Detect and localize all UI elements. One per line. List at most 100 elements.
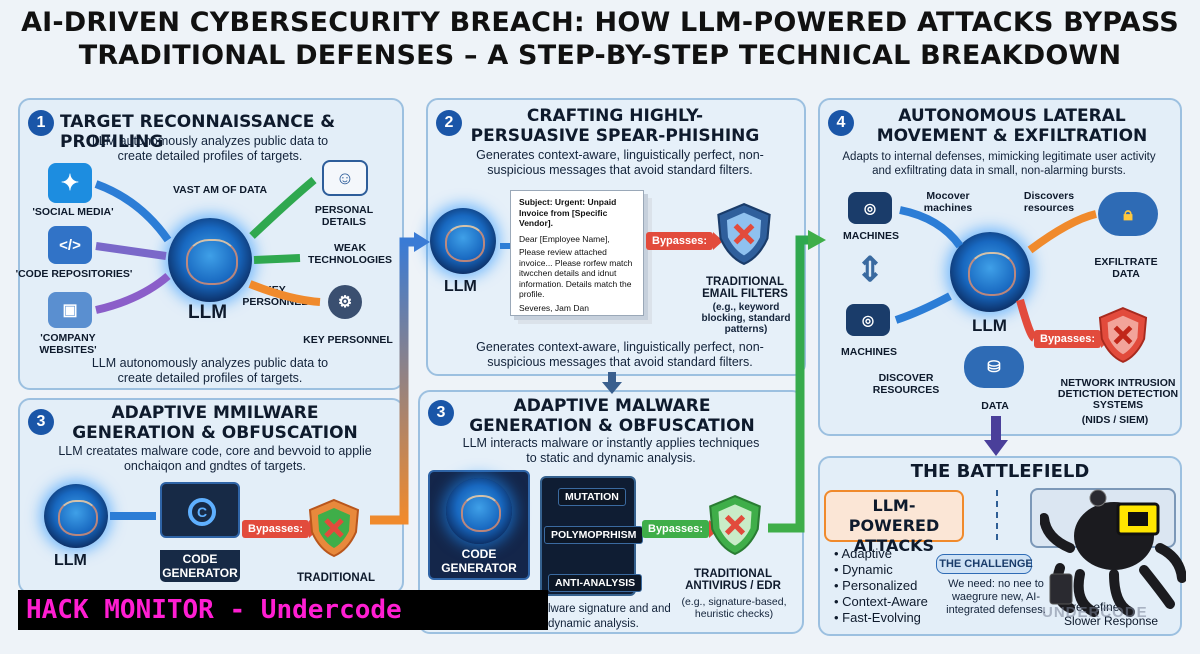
laptop-icon: ◎ [848, 192, 892, 224]
step4-data-label: DATA [981, 400, 1009, 412]
step1-number: 1 [28, 110, 54, 136]
llm-brain-icon [168, 218, 252, 302]
llm-brain-icon [44, 484, 108, 548]
cloud-lock-icon: 🔒︎ [1098, 192, 1158, 236]
step1-desc-bottom: LLM autonomously analyzes public data to… [91, 356, 329, 385]
step2-desc-bottom: Generates context-aware, linguistically … [476, 340, 764, 369]
step2-number: 2 [436, 110, 462, 136]
shield-x-icon [717, 202, 771, 266]
traditional-item: Slower Response [1064, 614, 1159, 628]
email-subject: Subject: Urgent: Unpaid Invoice from [Sp… [519, 197, 617, 228]
hack-monitor-banner: HACK MONITOR - Undercode [18, 590, 548, 630]
source-social-media: 'SOCIAL MEDIA' [32, 206, 114, 218]
email-signature: Severes, Jam Dan [519, 302, 589, 313]
step2-filter-title: TRADITIONAL EMAIL FILTERS [702, 276, 788, 300]
tag-polymorphism: POLYMOPRHISM [544, 526, 644, 544]
step4-heading: AUTONOMOUS LATERAL MOVEMENT & EXFILTRATI… [876, 106, 1148, 146]
step3a-heading: ADAPTIVE MMILWARE GENERATION & OBFUSCATI… [72, 403, 358, 443]
output-weak-technologies: WEAK TECHNOLOGIES [307, 242, 392, 266]
step4-exfiltrate-label: EXFILTRATE DATA [1094, 256, 1158, 280]
source-code-repositories: 'CODE REPOSITORIES' [15, 268, 133, 280]
step3b-number: 3 [428, 400, 454, 426]
data-cloud-icon: ⛁ [964, 346, 1024, 388]
step1-heading: TARGET RECONNAISSANCE & PROFILING [60, 112, 336, 152]
step4-desc: Adapts to internal defenses, mimicking l… [842, 151, 1156, 177]
shield-x-icon [1098, 307, 1148, 363]
divider-line [996, 490, 998, 540]
tag-anti-analysis: ANTI-ANALYSIS [548, 574, 643, 592]
phishing-email-card: Subject: Urgent: Unpaid Invoice from [Sp… [510, 190, 644, 316]
step3b-defense-title: TRADITIONAL ANTIVIRUS / EDR [685, 568, 781, 592]
battlefield-heading: THE BATTLEFIELD [910, 461, 1090, 482]
step2-filter-sub: (e.g., keyword blocking, standard patter… [701, 302, 791, 335]
tag-mutation: MUTATION [558, 488, 626, 506]
shield-x-icon [308, 498, 360, 558]
watermark: UNDERCODE [1042, 604, 1148, 621]
code-generator-icon: C [160, 482, 240, 538]
step4-machines-1: MACHINES [842, 230, 899, 242]
step2-llm-label: LLM [444, 278, 477, 295]
step4-network-label: NETWORK INTRUSION DETICTION DETECTION SY… [1057, 377, 1179, 411]
twitter-icon: ✦ [48, 163, 92, 203]
step1-desc-top: LLM autonomously analyzes public data to… [91, 134, 329, 163]
laptop-icon: ◎ [846, 304, 890, 336]
step4-llm-label: LLM [972, 316, 1007, 335]
trait-item: • Adaptive [834, 546, 893, 561]
title-line-1: AI-DRIVEN CYBERSECURITY BREACH: HOW LLM-… [21, 7, 1179, 38]
step4-bypass-tag: Bypasses: [1034, 330, 1112, 348]
profile-card-icon: ☺ [322, 160, 368, 196]
title-line-2: TRADITIONAL DEFENSES – A STEP-BY-STEP TE… [78, 40, 1122, 71]
step2-heading: CRAFTING HIGHLY-PERSUASIVE SPEAR-PHISHIN… [470, 106, 760, 146]
llm-brain-icon [950, 232, 1030, 312]
attack-traits-list: • Adaptive • Dynamic • Personalized • Co… [834, 546, 954, 626]
website-icon: ▣ [48, 292, 92, 328]
step3b-defense-sub: (e.g., signature-based, heuristic checks… [681, 596, 787, 620]
trait-item: • Personalized [834, 578, 918, 593]
page-title: AI-DRIVEN CYBERSECURITY BREACH: HOW LLM-… [0, 6, 1200, 72]
llm-brain-icon [430, 208, 496, 274]
step3a-bypass-tag: Bypasses: [242, 520, 320, 538]
llm-brain-icon [446, 478, 512, 544]
step4-moover-label: Mocover machines [923, 190, 973, 214]
step3b-bottom-text: lware signature and and dynamic analysis… [548, 603, 671, 630]
step3a-desc: LLM creatates malware code, core and bev… [58, 444, 372, 473]
challenge-need: We need: no nee to waegrure new, AI-inte… [946, 578, 1046, 616]
key-personnel-caption: KEY PERSONNEL [303, 334, 393, 346]
llm-attacks-box [824, 490, 964, 542]
step3b-desc: LLM interacts malware or instantly appli… [462, 436, 760, 465]
step1-llm-label: LLM [188, 302, 228, 323]
code-generator-block [428, 470, 530, 580]
step4-machines-2: MACHINES [840, 346, 897, 358]
challenge-label: THE CHALLENGE [939, 558, 1033, 570]
step4-discovers-label: Discovers resources [1023, 190, 1075, 214]
output-key-personnel: KEY PERSONNEL [242, 284, 308, 308]
source-company-websites: 'COMPANY WEBSITES' [39, 332, 97, 356]
step4-number: 4 [828, 110, 854, 136]
step3a-generator-label: CODE GENERATOR [160, 550, 240, 582]
step3b-generator-label: CODE GENERATOR [441, 547, 517, 575]
trait-item: • Dynamic [834, 562, 893, 577]
step3a-defense-label: TRADITIONAL [297, 572, 375, 584]
person-gear-icon: ⚙ [328, 285, 362, 319]
octopus-hacker-icon [1039, 478, 1187, 618]
step3a-llm-label: LLM [54, 552, 87, 569]
shield-x-icon [709, 494, 761, 556]
trait-item: • Context-Aware [834, 594, 928, 609]
gear-icon: C [188, 498, 216, 526]
step3b-bypass-tag: Bypasses: [642, 520, 720, 538]
code-repo-icon: </> [48, 226, 92, 264]
step4-network-sub: (NIDS / SIEM) [1081, 414, 1149, 426]
email-greeting: Dear [Employee Name], [519, 233, 610, 244]
step3a-number: 3 [28, 409, 54, 435]
step3b-heading: ADAPTIVE MALWARE GENERATION & OBFUSCATIO… [469, 396, 755, 436]
step2-desc-top: Generates context-aware, linguistically … [476, 148, 764, 177]
llm-attacks-label: LLM-POWERED ATTACKS [848, 496, 940, 555]
arrow-updown-icon: ⇕ [855, 251, 885, 289]
challenge-box [936, 554, 1032, 574]
trait-item: • Fast-Evolving [834, 610, 921, 625]
email-body: Please review attached invoice... Please… [519, 247, 633, 299]
vast-data-label: VAST AM OF DATA [172, 184, 268, 196]
step2-bypass-tag: Bypasses: [646, 232, 724, 250]
output-personal-details: PERSONAL DETAILS [314, 204, 374, 228]
step4-discover-resources: DISCOVER RESOURCES [872, 372, 940, 396]
